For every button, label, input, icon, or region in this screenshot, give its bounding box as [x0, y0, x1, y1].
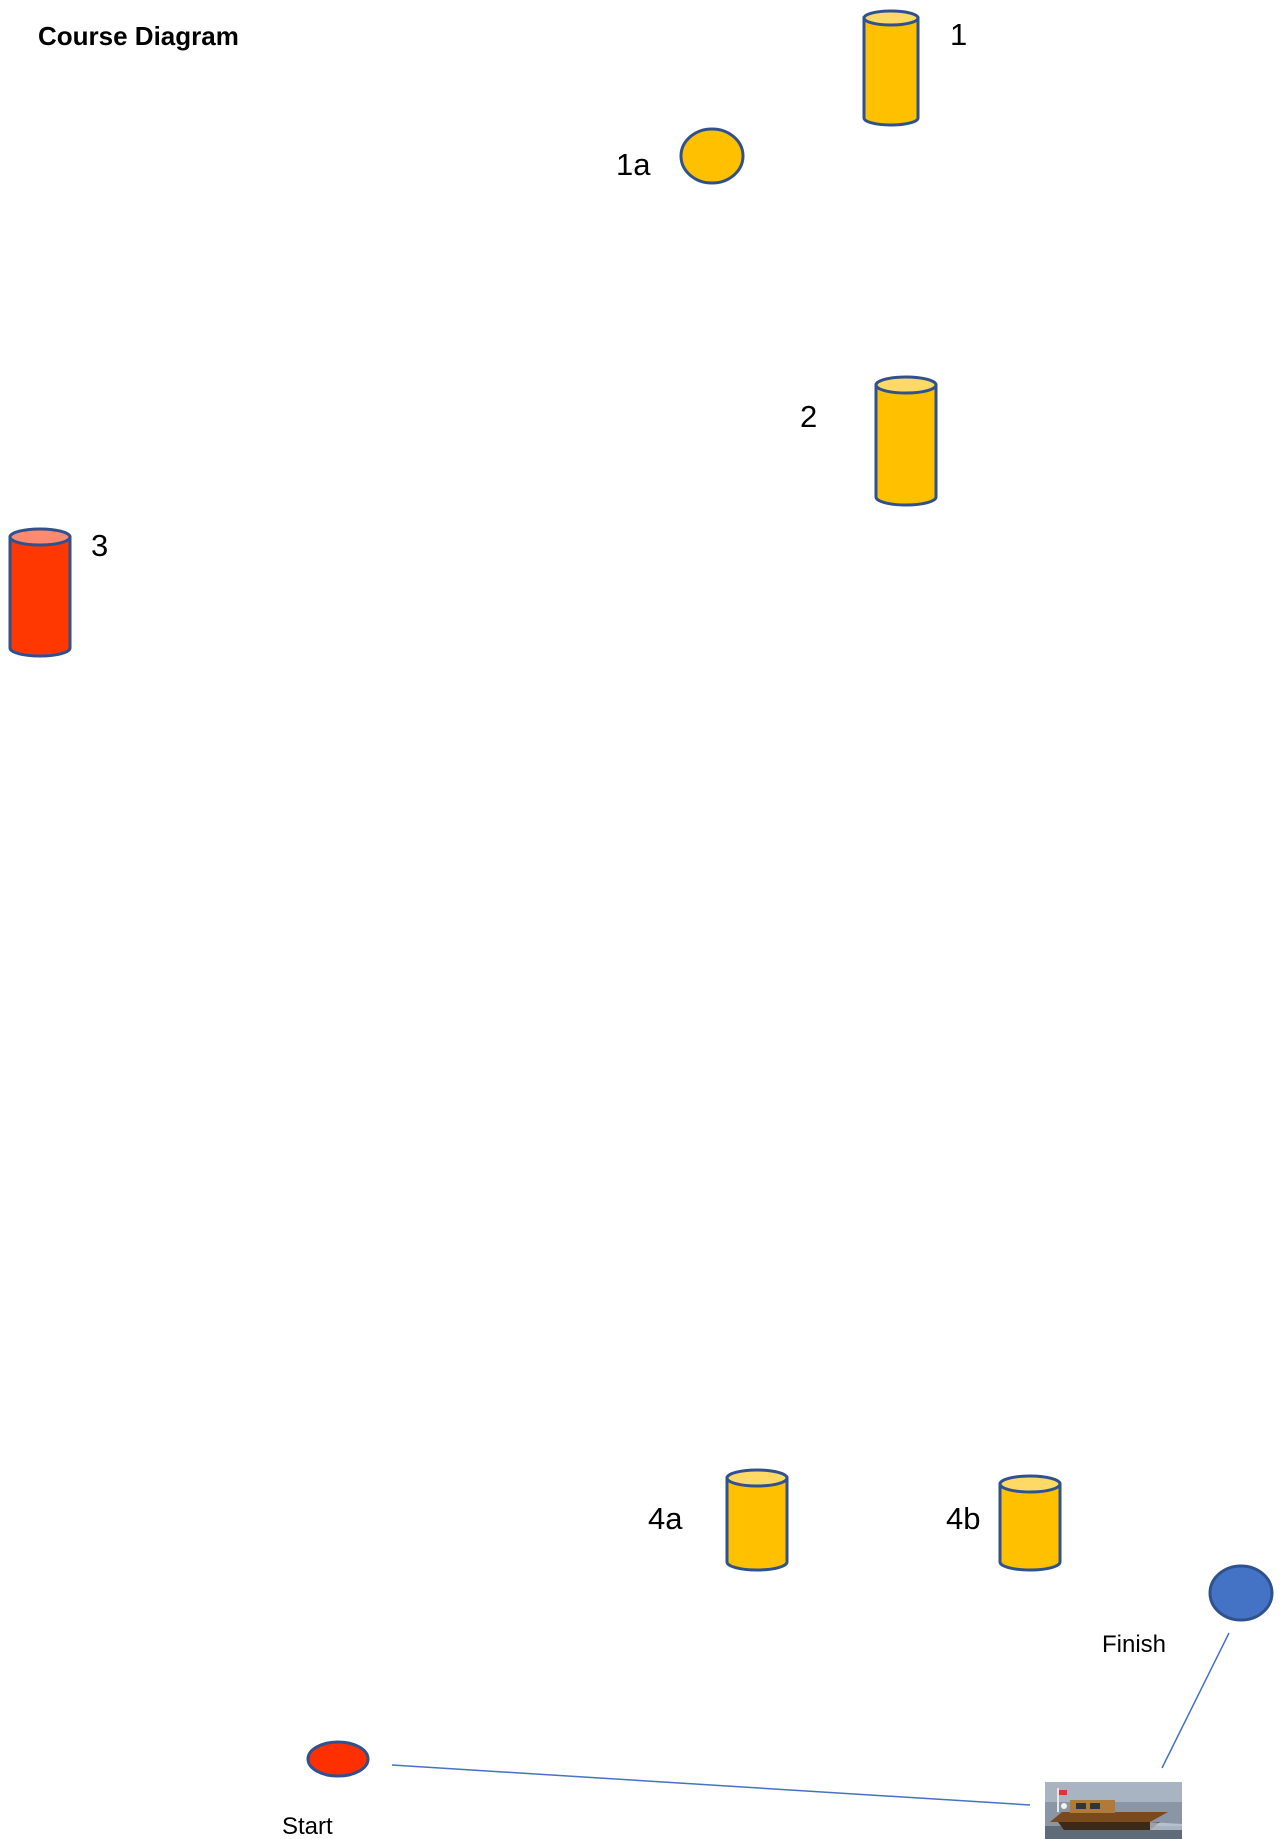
mark-2-label: 2	[800, 399, 817, 434]
mark-1-label: 1	[950, 17, 967, 52]
mark-2-buoy	[876, 377, 936, 505]
start-label: Start	[282, 1813, 333, 1839]
mark-1a-buoy	[681, 129, 743, 183]
mark-4b-buoy	[1000, 1476, 1060, 1570]
start-line	[392, 1765, 1030, 1805]
mark-4b-label: 4b	[946, 1501, 980, 1536]
committee-boat-icon	[1045, 1782, 1182, 1839]
mark-4a-buoy	[727, 1470, 787, 1570]
finish-line	[1162, 1633, 1229, 1768]
mark-3-label: 3	[91, 528, 108, 563]
finish-buoy	[1210, 1566, 1272, 1620]
mark-3-buoy	[10, 529, 70, 656]
mark-1-buoy	[864, 11, 918, 125]
diagram-title: Course Diagram	[38, 21, 239, 51]
mark-1a-label: 1a	[616, 147, 651, 182]
finish-label: Finish	[1102, 1631, 1166, 1658]
start-buoy	[308, 1742, 368, 1776]
mark-4a-label: 4a	[648, 1501, 683, 1536]
